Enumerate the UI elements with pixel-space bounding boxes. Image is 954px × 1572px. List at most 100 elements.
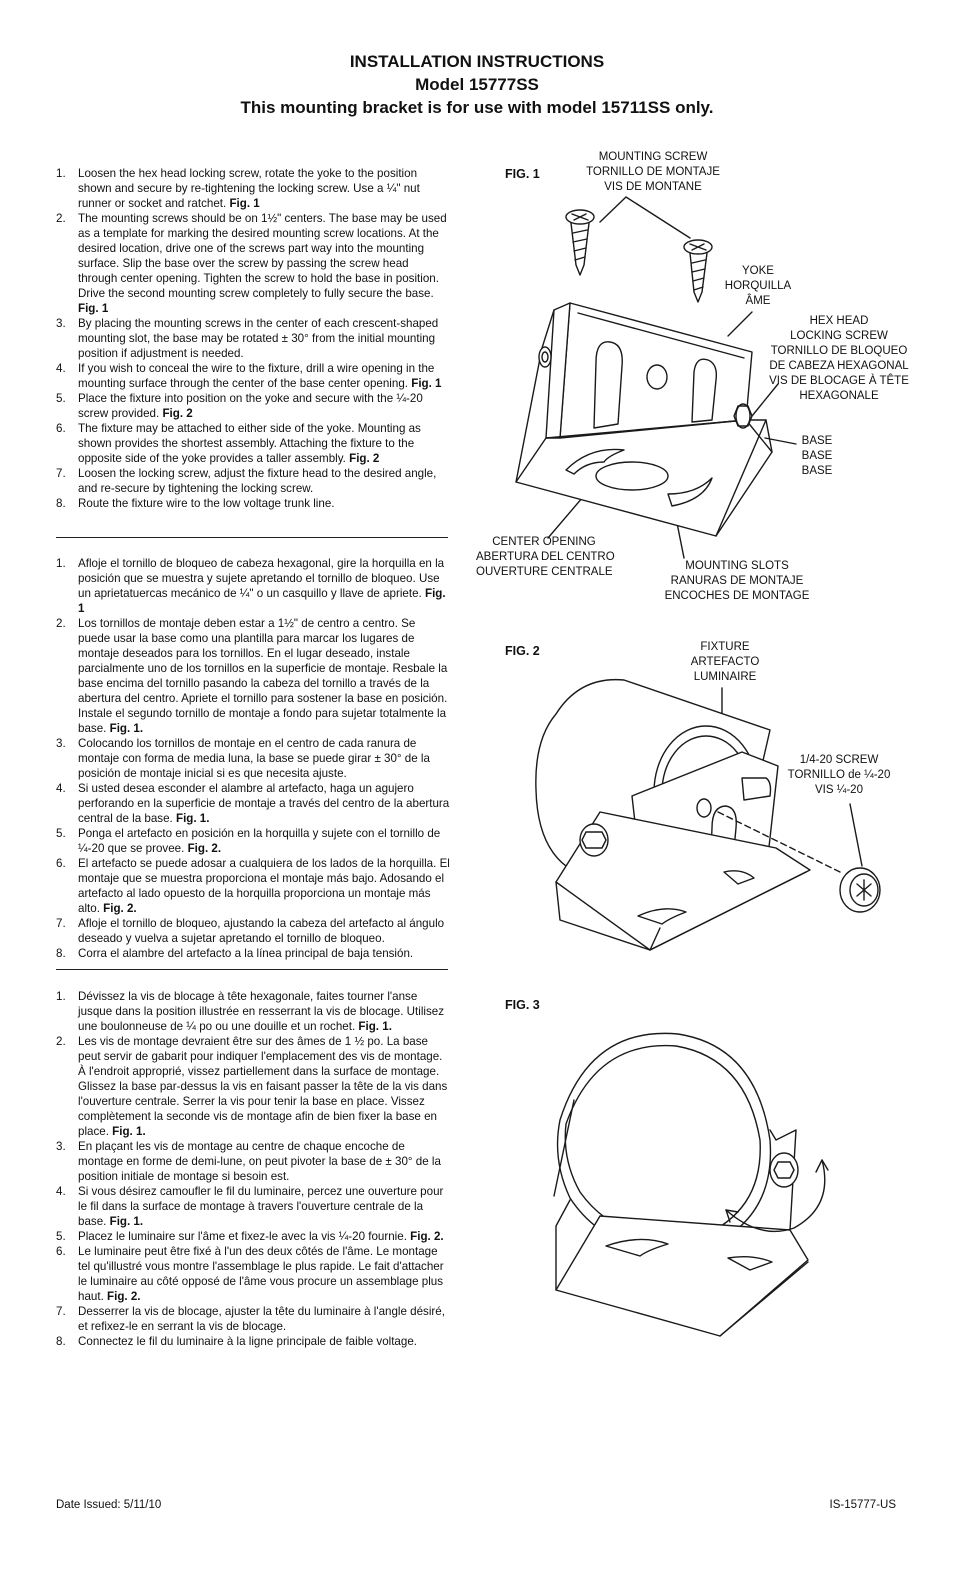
step-number: 6. (56, 422, 66, 435)
instructions-spanish: 1. Afloje el tornillo de bloqueo de cabez… (56, 556, 450, 961)
step-text: Place the fixture into position on the y… (78, 392, 423, 420)
en-step-6: 6. The fixture may be attached to either … (56, 421, 450, 466)
steps-list-spanish: 1. Afloje el tornillo de bloqueo de cabez… (56, 556, 450, 961)
fig1-bracket-drawing (516, 197, 796, 558)
es-step-4: 4. Si usted desea esconder el alambre al … (56, 781, 450, 826)
fr-step-3: 3. En plaçant les vis de montage au centr… (56, 1139, 450, 1184)
step-number: 1. (56, 557, 66, 570)
step-number: 6. (56, 1245, 66, 1258)
step-text: Loosen the locking screw, adjust the fix… (78, 467, 437, 495)
figure-reference: Fig. 1 (78, 302, 109, 315)
fr-step-7: 7. Desserrer la vis de blocage, ajuster l… (56, 1304, 450, 1334)
fr-step-5: 5. Placez le luminaire sur l'âme et fixez… (56, 1229, 450, 1244)
step-text: Le luminaire peut être fixé à l'un des d… (78, 1245, 444, 1303)
fig2-fixture-drawing (536, 680, 880, 950)
es-step-5: 5. Ponga el artefacto en posición en la h… (56, 826, 450, 856)
step-text: Colocando los tornillos de montaje en el… (78, 737, 430, 780)
step-number: 8. (56, 947, 66, 960)
figure-reference: Fig. 1. (175, 812, 210, 825)
step-number: 6. (56, 857, 66, 870)
step-number: 1. (56, 167, 66, 180)
steps-list-english: 1. Loosen the hex head locking screw, rot… (56, 166, 450, 511)
fig1-label: FIG. 1 (505, 167, 540, 181)
figure-reference: Fig. 2. (410, 1230, 444, 1243)
figure-reference: Fig. 1 (229, 197, 260, 210)
step-number: 3. (56, 317, 66, 330)
step-text: The fixture may be attached to either si… (78, 422, 421, 465)
steps-list-french: 1.Dévissez la vis de blocage à tête hexa… (56, 989, 450, 1349)
es-step-7: 7. Afloje el tornillo de bloqueo, ajustan… (56, 916, 450, 946)
step-text: Ponga el artefacto en posición en la hor… (78, 827, 441, 855)
fr-step-6: 6. Le luminaire peut être fixé à l'un des… (56, 1244, 450, 1304)
en-step-4: 4.If you wish to conceal the wire to the… (56, 361, 450, 391)
mounting-screw-right-drawing (684, 240, 712, 302)
step-number: 4. (56, 782, 66, 795)
step-number: 5. (56, 1230, 66, 1243)
en-step-8: 8. Route the fixture wire to the low volt… (56, 496, 450, 511)
step-text: Afloje el tornillo de bloqueo de cabeza … (78, 557, 445, 600)
step-text: Afloje el tornillo de bloqueo, ajustando… (78, 917, 445, 945)
step-text: Si usted desea esconder el alambre al ar… (78, 782, 450, 825)
step-number: 3. (56, 1140, 66, 1153)
model-number: Model 15777SS (415, 75, 539, 94)
step-number: 7. (56, 1305, 66, 1318)
instructions-english: 1. Loosen the hex head locking screw, rot… (56, 166, 450, 511)
fr-step-2: 2.Les vis de montage devraient être sur … (56, 1034, 450, 1139)
es-step-8: 8.Corra el alambre del artefacto a la lí… (56, 946, 450, 961)
section-divider (56, 537, 448, 538)
figure-reference: Fig. 2 (349, 452, 380, 465)
step-text: Les vis de montage devraient être sur de… (78, 1035, 448, 1138)
figure-reference: Fig. 1. (358, 1020, 392, 1033)
fig2-label: FIG. 2 (505, 644, 540, 658)
fr-step-8: 8.Connectez le fil du luminaire à la lig… (56, 1334, 450, 1349)
compatibility-note: This mounting bracket is for use with mo… (240, 98, 714, 117)
step-text: Si vous désirez camoufler le fil du lumi… (78, 1185, 444, 1228)
figure-reference: Fig. 1 (411, 377, 442, 390)
step-number: 2. (56, 617, 66, 630)
es-step-3: 3. Colocando los tornillos de montaje en … (56, 736, 450, 781)
figure-reference: Fig. 2 (162, 407, 193, 420)
section-divider (56, 969, 448, 970)
es-step-2: 2. Los tornillos de montaje deben estar a… (56, 616, 450, 736)
step-number: 4. (56, 1185, 66, 1198)
mounting-screw-left-drawing (566, 210, 594, 275)
step-number: 2. (56, 212, 66, 225)
1420-screw-drawing (840, 868, 880, 912)
step-number: 5. (56, 827, 66, 840)
fig3-adjusted-drawing (554, 1033, 828, 1336)
es-step-6: 6. El artefacto se puede adosar a cualqui… (56, 856, 450, 916)
step-text: Loosen the hex head locking screw, rotat… (78, 167, 420, 210)
step-text: The mounting screws should be on 1½" cen… (78, 212, 447, 300)
en-step-1: 1. Loosen the hex head locking screw, rot… (56, 166, 450, 211)
fr-step-1: 1.Dévissez la vis de blocage à tête hexa… (56, 989, 450, 1034)
en-step-5: 5. Place the fixture into position on the… (56, 391, 450, 421)
step-text: El artefacto se puede adosar a cualquier… (78, 857, 450, 915)
figure-reference: Fig. 2. (107, 1290, 141, 1303)
step-text: Los tornillos de montaje deben estar a 1… (78, 617, 448, 735)
figure-reference: Fig. 1. (112, 1125, 146, 1138)
step-number: 7. (56, 467, 66, 480)
en-step-7: 7. Loosen the locking screw, adjust the f… (56, 466, 450, 496)
step-number: 5. (56, 392, 66, 405)
step-text: Dévissez la vis de blocage à tête hexago… (78, 990, 445, 1033)
instructions-french: 1.Dévissez la vis de blocage à tête hexa… (56, 989, 450, 1349)
step-text: En plaçant les vis de montage au centre … (78, 1140, 441, 1183)
en-step-3: 3.By placing the mounting screws in the … (56, 316, 450, 361)
step-text: Route the fixture wire to the low voltag… (78, 497, 335, 510)
figure-reference: Fig. 2. (103, 902, 137, 915)
step-text: Desserrer la vis de blocage, ajuster la … (78, 1305, 445, 1333)
step-number: 8. (56, 497, 66, 510)
step-number: 4. (56, 362, 66, 375)
en-step-2: 2. The mounting screws should be on 1½" c… (56, 211, 450, 316)
fig3-label: FIG. 3 (505, 998, 540, 1012)
es-step-1: 1. Afloje el tornillo de bloqueo de cabez… (56, 556, 450, 616)
date-issued: Date Issued: 5/11/10 (56, 1499, 162, 1511)
document-title: INSTALLATION INSTRUCTIONS (349, 52, 605, 71)
step-number: 3. (56, 737, 66, 750)
step-text: Placez le luminaire sur l'âme et fixez-l… (78, 1230, 407, 1243)
step-number: 7. (56, 917, 66, 930)
